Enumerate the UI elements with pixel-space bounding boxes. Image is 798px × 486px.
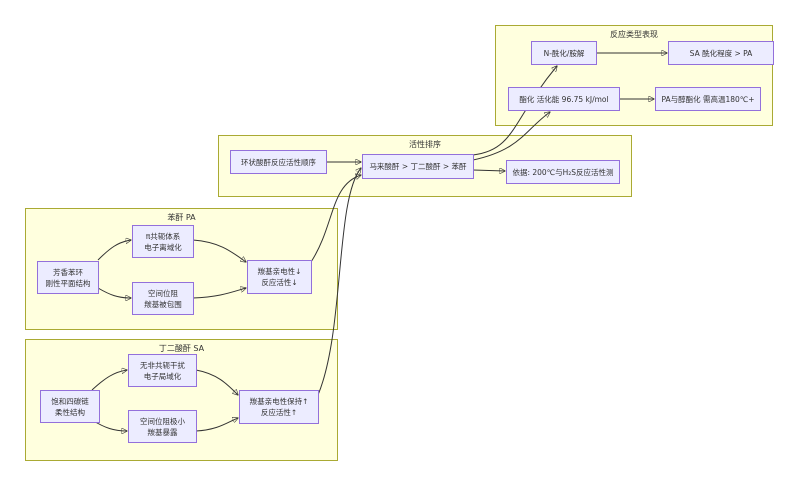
node-text-line1: 芳香苯环 [53, 267, 83, 277]
node-text-line2: 反应活性↑ [260, 408, 298, 417]
node-pa-steric-hindrance: 空间位阻 羰基被包围 [132, 282, 194, 315]
edge-paelectro-to-order [310, 175, 361, 263]
node-text-line2: 刚性平面结构 [45, 278, 91, 288]
node-text: N-酰化/胺解 [543, 48, 585, 58]
cluster-title: 苯酐 PA [167, 213, 196, 222]
node-text-line1: 饱和四碳链 [51, 396, 89, 406]
node-text-line2: 反应活性↓ [261, 278, 298, 287]
node-sa-saturated-chain: 饱和四碳链 柔性结构 [40, 390, 100, 423]
node-text-line2: 电子局域化 [143, 371, 182, 381]
edge-order-to-esterify [472, 112, 550, 161]
node-sa-electrophilicity-up: 羰基亲电性保持↑ 反应活性↑ [239, 390, 319, 424]
node-text-line2: 电子离域化 [144, 242, 182, 252]
node-cyclic-anhydride-order: 环状酸酐反应活性顺序 [230, 150, 327, 174]
node-text-line2: 柔性结构 [55, 407, 85, 417]
edge-sasteric-to-saelectro [195, 418, 238, 432]
node-text-line1: 空间位阻 [148, 288, 178, 298]
node-activity-order-result: 马来酸酐 > 丁二酸酐 > 苯酐 [362, 154, 474, 179]
node-pa-alcohol-esterification: PA与醇酯化 需高温180℃+ [655, 87, 761, 111]
edge-sachain-to-sanopi [91, 370, 127, 391]
cluster-title: 反应类型表现 [610, 30, 658, 39]
edge-sanopi-to-saelectro [195, 369, 238, 395]
edge-saelectro-to-order [317, 168, 361, 396]
node-pa-electrophilicity-down: 羰基亲电性↓ 反应活性↓ [247, 260, 312, 294]
node-text: 依据: 200℃与H₂S反应活性测 [512, 167, 614, 177]
node-sa-acylation-degree: SA 酰化程度 > PA [668, 41, 774, 65]
cluster-title: 丁二酸酐 SA [158, 344, 205, 353]
node-text-line1: 空间位阻极小 [140, 416, 185, 426]
edge-order-to-nacyl [472, 66, 557, 156]
node-sa-no-conjugation: 无非共轭干扰 电子局域化 [128, 354, 197, 387]
node-text-line1: 羰基亲电性↓ [257, 267, 302, 276]
node-text: 酯化 活化能 96.75 kJ/mol [519, 94, 609, 104]
node-text-line1: 无非共轭干扰 [140, 360, 185, 370]
edge-paaromatic-to-pasteric [97, 287, 131, 298]
node-pa-pi-conjugation: π共轭体系 电子离域化 [132, 225, 194, 258]
node-text: 马来酸酐 > 丁二酸酐 > 苯酐 [369, 162, 467, 171]
node-text: PA与醇酯化 需高温180℃+ [661, 94, 755, 104]
node-esterification-energy: 酯化 活化能 96.75 kJ/mol [508, 87, 620, 111]
node-text-line2: 羰基被包围 [144, 299, 182, 309]
node-text: 环状酸酐反应活性顺序 [241, 157, 316, 167]
node-text-line2: 羰基暴露 [147, 427, 178, 437]
node-sa-minimal-steric: 空间位阻极小 羰基暴露 [128, 410, 197, 443]
edge-pasteric-to-paelectro [192, 288, 246, 299]
cluster-title: 活性排序 [409, 140, 441, 149]
node-n-acylation: N-酰化/胺解 [531, 41, 597, 65]
node-text-line1: 羰基亲电性保持↑ [249, 397, 309, 406]
node-pa-aromatic-ring: 芳香苯环 刚性平面结构 [37, 261, 99, 294]
node-text: SA 酰化程度 > PA [689, 48, 753, 58]
edge-papi-to-paelectro [192, 239, 246, 262]
node-text-line1: π共轭体系 [145, 231, 181, 241]
node-basis-h2s-test: 依据: 200℃与H₂S反应活性测 [506, 160, 620, 184]
edge-paaromatic-to-papi [97, 240, 131, 261]
edge-order-to-basis [472, 170, 505, 171]
